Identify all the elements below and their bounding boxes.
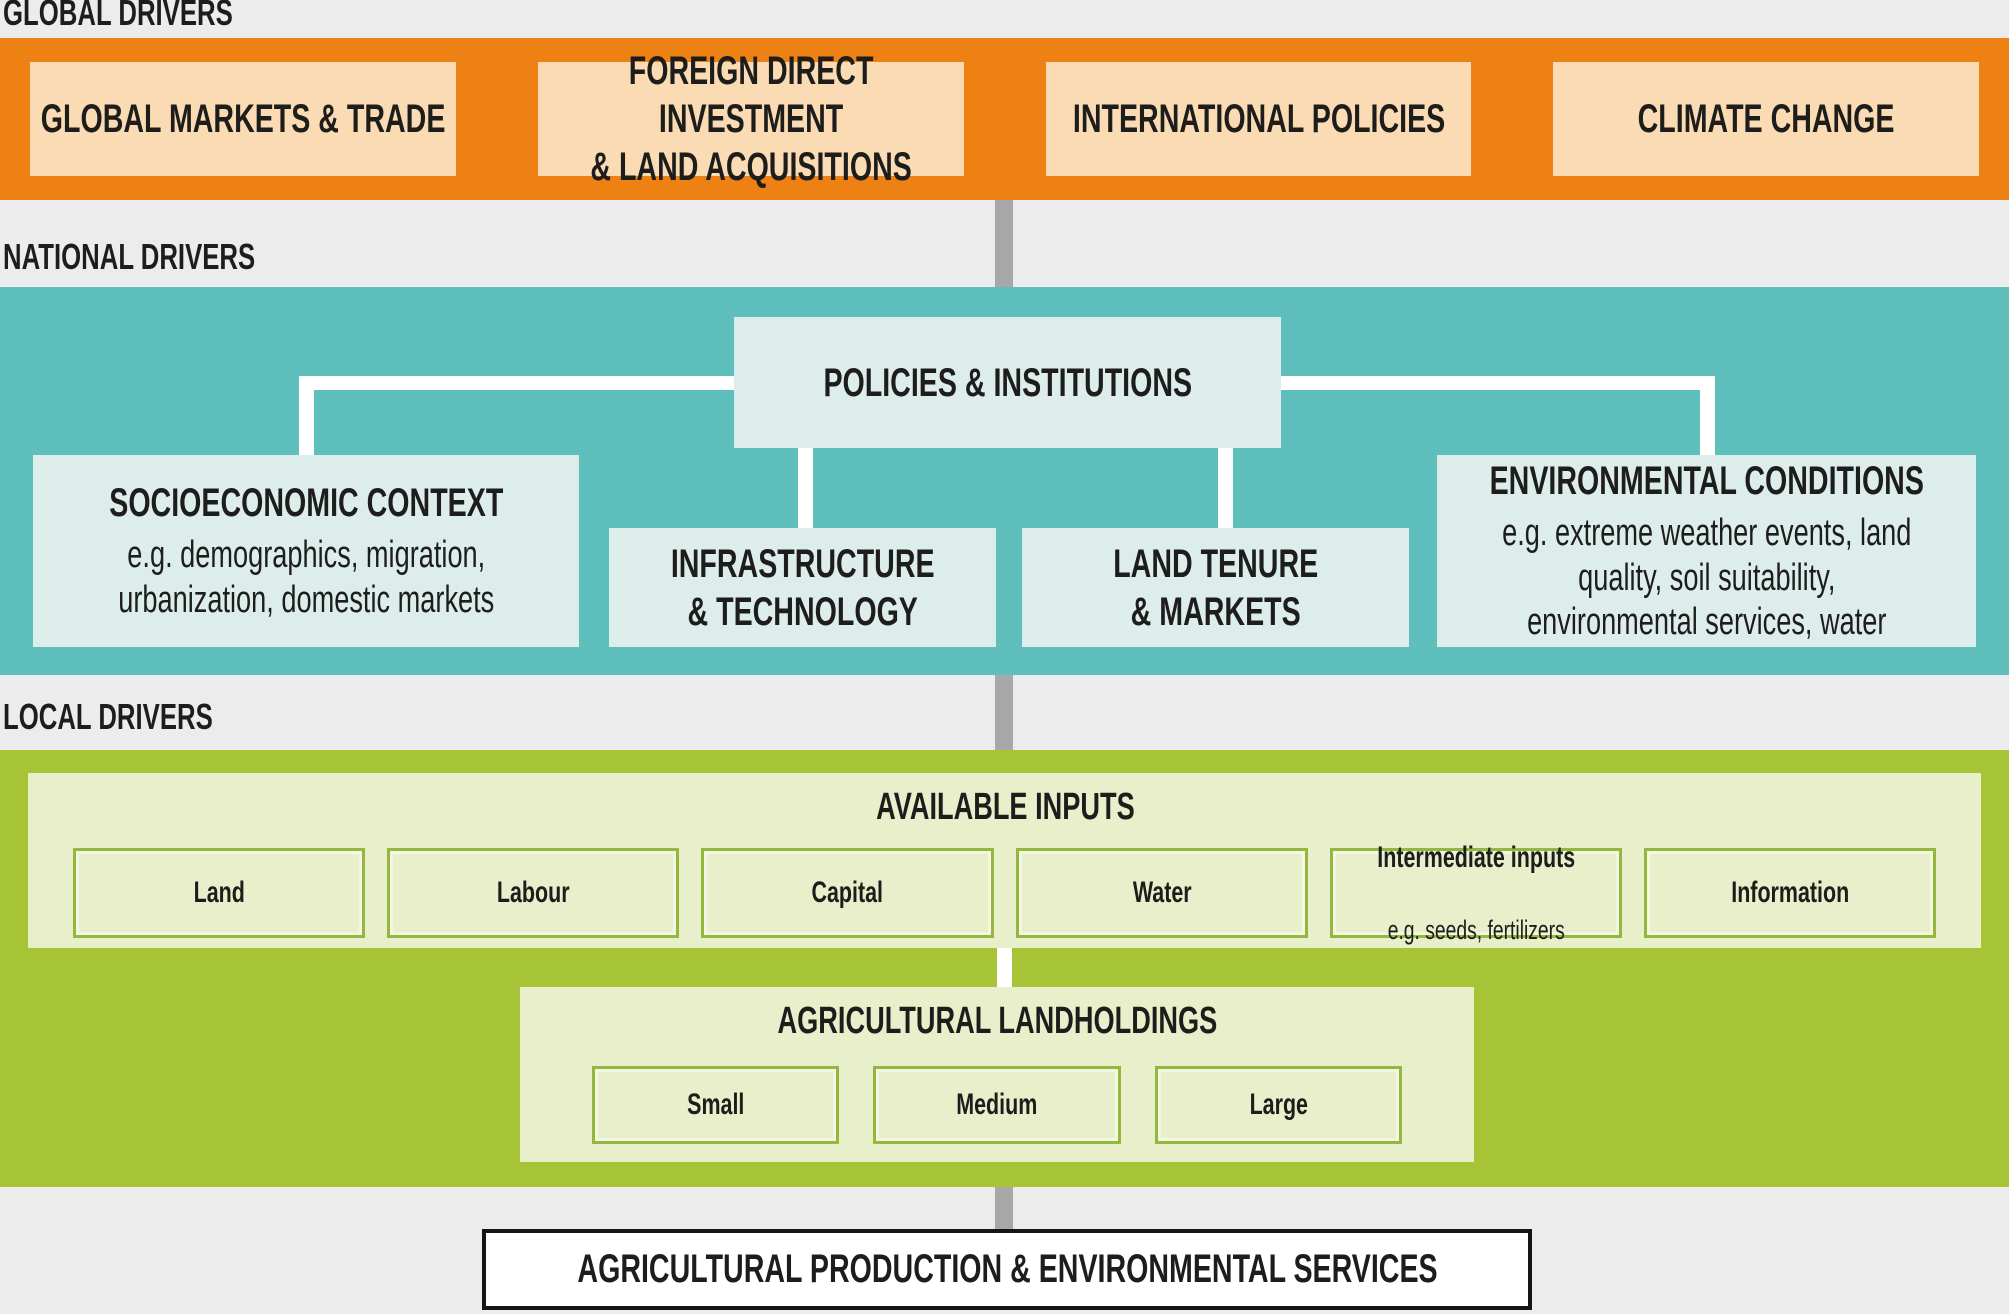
landholdings-size-row: Small Medium Large [592, 1066, 1402, 1144]
input-box-intermediate-inputs-label: Intermediate inputs [1376, 840, 1575, 874]
box-available-inputs: AVAILABLE INPUTS Land Labour Capital Wat… [28, 773, 1981, 948]
box-environmental-conditions-examples: e.g. extreme weather events, land qualit… [1502, 511, 1912, 644]
box-policies-institutions-label: POLICIES & INSTITUTIONS [823, 360, 1193, 405]
global-drivers-band: GLOBAL MARKETS & TRADE FOREIGN DIRECT IN… [0, 38, 2009, 200]
box-agricultural-landholdings: AGRICULTURAL LANDHOLDINGS Small Medium L… [520, 987, 1474, 1162]
national-drivers-band: POLICIES & INSTITUTIONS SOCIOECONOMIC CO… [0, 287, 2009, 675]
landholding-box-small: Small [592, 1066, 840, 1144]
box-land-tenure-markets: LAND TENURE & MARKETS [1022, 528, 1409, 647]
input-box-capital: Capital [701, 848, 994, 938]
box-climate-change: CLIMATE CHANGE [1553, 62, 1979, 176]
connector-global-to-national [995, 200, 1013, 287]
connector-white-right-elbow [1700, 376, 1715, 460]
box-climate-change-label: CLIMATE CHANGE [1637, 97, 1895, 141]
outcome-label: AGRICULTURAL PRODUCTION & ENVIRONMENTAL … [577, 1247, 1438, 1291]
agricultural-landholdings-title: AGRICULTURAL LANDHOLDINGS [777, 1000, 1218, 1042]
box-infrastructure-technology-label: INFRASTRUCTURE & TECHNOLOGY [670, 541, 935, 634]
box-global-markets-trade-label: GLOBAL MARKETS & TRADE [40, 97, 446, 141]
landholding-box-large: Large [1154, 1066, 1402, 1144]
input-box-intermediate-inputs: Intermediate inputs e.g. seeds, fertiliz… [1329, 841, 1622, 945]
box-international-policies-label: INTERNATIONAL POLICIES [1072, 97, 1445, 141]
box-international-policies: INTERNATIONAL POLICIES [1045, 62, 1472, 176]
box-socioeconomic-context-examples: e.g. demographics, migration, urbanizati… [118, 534, 495, 621]
box-policies-institutions: POLICIES & INSTITUTIONS [734, 317, 1281, 448]
input-box-labour: Labour [387, 848, 680, 938]
local-drivers-band: AVAILABLE INPUTS Land Labour Capital Wat… [0, 750, 2009, 1187]
input-box-water-label: Water [1132, 876, 1192, 910]
box-environmental-conditions: ENVIRONMENTAL CONDITIONS e.g. extreme we… [1437, 455, 1976, 647]
national-drivers-label-text: NATIONAL DRIVERS [3, 236, 256, 277]
box-socioeconomic-context-title: SOCIOECONOMIC CONTEXT [109, 481, 504, 526]
national-drivers-label: NATIONAL DRIVERS [3, 239, 356, 275]
input-box-water: Water [1015, 848, 1308, 938]
landholding-box-medium: Medium [873, 1066, 1121, 1144]
landholding-box-medium-label: Medium [956, 1088, 1038, 1122]
input-box-capital-label: Capital [811, 876, 884, 910]
box-global-markets-trade: GLOBAL MARKETS & TRADE [30, 62, 456, 176]
local-drivers-label: LOCAL DRIVERS [3, 699, 296, 735]
box-socioeconomic-context: SOCIOECONOMIC CONTEXT e.g. demographics,… [33, 455, 579, 647]
connector-national-to-local [995, 675, 1013, 750]
global-drivers-label: GLOBAL DRIVERS [3, 0, 324, 31]
box-foreign-direct-investment-label: FOREIGN DIRECT INVESTMENT & LAND ACQUISI… [590, 49, 912, 189]
landholding-box-small-label: Small [687, 1088, 745, 1122]
input-box-land: Land [73, 848, 366, 938]
input-box-information: Information [1643, 848, 1937, 938]
available-inputs-title: AVAILABLE INPUTS [876, 786, 1135, 828]
box-environmental-conditions-title: ENVIRONMENTAL CONDITIONS [1489, 458, 1924, 503]
local-drivers-label-text: LOCAL DRIVERS [3, 696, 213, 737]
global-drivers-label-text: GLOBAL DRIVERS [3, 0, 233, 33]
box-infrastructure-technology: INFRASTRUCTURE & TECHNOLOGY [609, 528, 996, 647]
input-box-labour-label: Labour [497, 876, 570, 910]
input-box-land-label: Land [193, 876, 245, 910]
box-land-tenure-markets-label: LAND TENURE & MARKETS [1113, 541, 1319, 634]
connector-white-left-elbow [299, 376, 314, 460]
available-inputs-row: Land Labour Capital Water Intermediate i… [73, 841, 1937, 945]
connector-white-inputs-to-landholdings [997, 948, 1012, 988]
input-box-information-label: Information [1731, 876, 1850, 910]
connector-local-to-outcome [995, 1187, 1013, 1229]
box-foreign-direct-investment: FOREIGN DIRECT INVESTMENT & LAND ACQUISI… [537, 49, 964, 189]
input-box-intermediate-inputs-examples: e.g. seeds, fertilizers [1387, 914, 1565, 945]
landholding-box-large-label: Large [1249, 1088, 1308, 1122]
box-agricultural-production-environmental-services: AGRICULTURAL PRODUCTION & ENVIRONMENTAL … [482, 1229, 1532, 1310]
